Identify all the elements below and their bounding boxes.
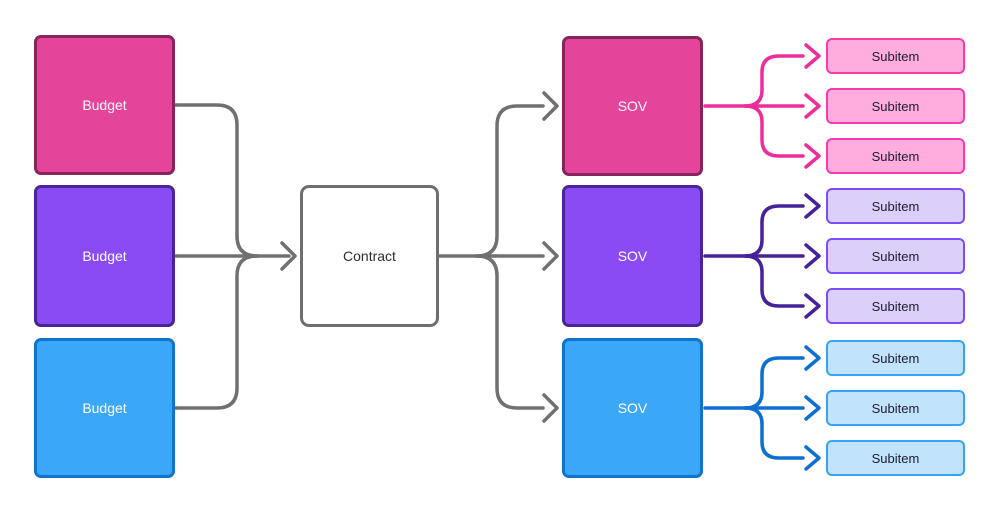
- arrowhead-icon: [804, 293, 821, 319]
- subitem-node-blue-1: Subitem: [826, 340, 965, 376]
- budget-node-purple: Budget: [34, 185, 175, 327]
- arrowhead-icon: [804, 395, 821, 421]
- sov-node-pink: SOV: [562, 36, 703, 176]
- sov-pink-fanout-arrow: [703, 43, 821, 169]
- contract-fanout-arrow: [437, 91, 559, 423]
- budget-merge-arrow: [173, 103, 297, 410]
- budget-node-pink: Budget: [34, 35, 175, 175]
- budget-node-blue: Budget: [34, 338, 175, 478]
- sov-purple-fanout-arrow: [703, 193, 821, 319]
- arrowhead-icon: [542, 241, 559, 271]
- arrowhead-icon: [804, 445, 821, 471]
- arrowhead-icon: [542, 393, 559, 423]
- subitem-node-blue-3: Subitem: [826, 440, 965, 476]
- arrowhead-icon: [804, 143, 821, 169]
- sov-blue-fanout-arrow: [703, 345, 821, 471]
- sov-node-blue: SOV: [562, 338, 703, 478]
- subitem-node-blue-2: Subitem: [826, 390, 965, 426]
- arrowhead-icon: [280, 241, 297, 271]
- subitem-node-pink-3: Subitem: [826, 138, 965, 174]
- arrowhead-icon: [542, 91, 559, 121]
- subitem-node-pink-1: Subitem: [826, 38, 965, 74]
- sov-node-purple: SOV: [562, 185, 703, 327]
- arrowhead-icon: [804, 345, 821, 371]
- subitem-node-purple-2: Subitem: [826, 238, 965, 274]
- arrowhead-icon: [804, 93, 821, 119]
- arrowhead-icon: [804, 243, 821, 269]
- subitem-node-purple-1: Subitem: [826, 188, 965, 224]
- subitem-node-pink-2: Subitem: [826, 88, 965, 124]
- contract-node: Contract: [300, 185, 439, 327]
- arrowhead-icon: [804, 193, 821, 219]
- arrowhead-icon: [804, 43, 821, 69]
- subitem-node-purple-3: Subitem: [826, 288, 965, 324]
